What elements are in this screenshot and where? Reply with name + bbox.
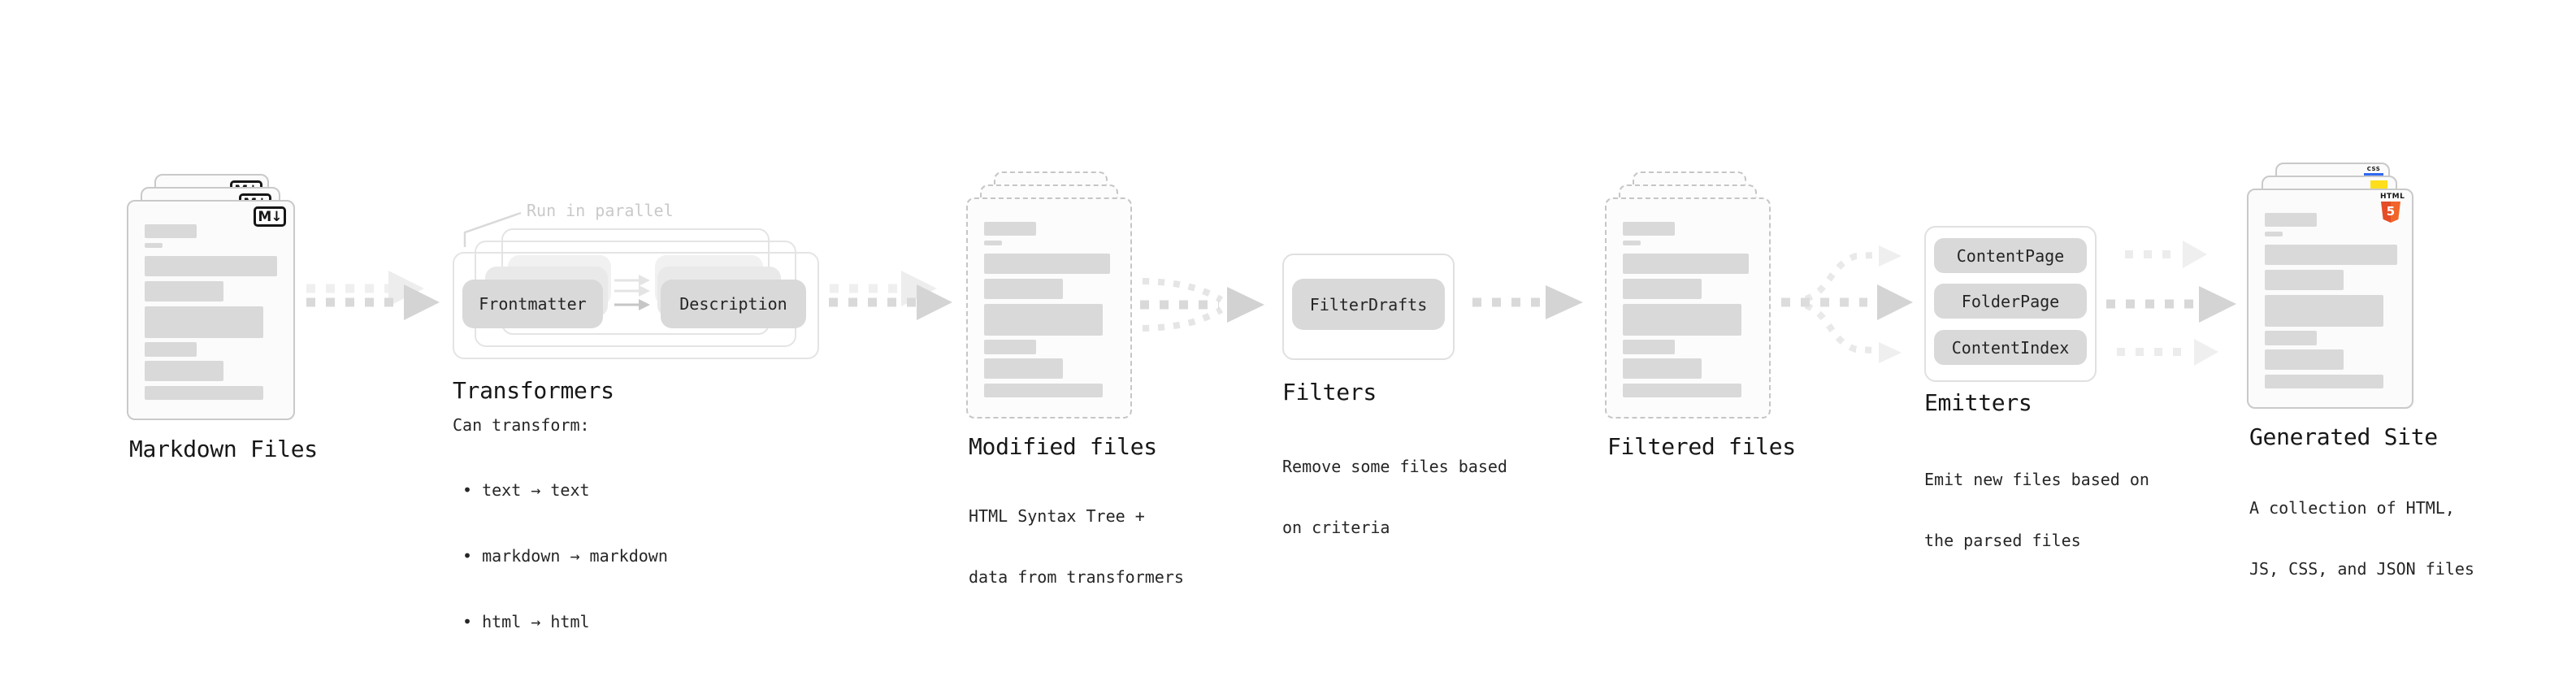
modified-files-stack xyxy=(966,171,1137,419)
desc-line: data from transformers xyxy=(969,567,1184,587)
arrow-markdown-to-transformers-ghost xyxy=(306,271,424,306)
file-content-placeholder xyxy=(1623,222,1749,397)
desc-line: Emit new files based on xyxy=(1924,470,2149,489)
transformers-label: Transformers xyxy=(453,377,614,404)
css-icon-bar xyxy=(2364,173,2383,176)
markdown-files-label: Markdown Files xyxy=(129,436,318,462)
arrow-modified-to-filters-merge xyxy=(1140,278,1264,332)
filtered-files-stack xyxy=(1605,171,1776,419)
modified-files-desc: HTML Syntax Tree + data from transformer… xyxy=(969,466,1184,628)
description-pill: Description xyxy=(661,280,806,328)
html5-icon-shield: 5 xyxy=(2381,202,2400,223)
markdown-file-card-front: M↓ xyxy=(127,200,295,420)
html5-icon: HTML 5 xyxy=(2380,193,2405,223)
folderpage-pill: FolderPage xyxy=(1934,284,2087,319)
file-content-placeholder xyxy=(2265,213,2397,388)
generated-site-stack: CSS HTML 5 xyxy=(2247,163,2418,410)
bullet-item: • html → html xyxy=(462,612,590,631)
desc-line: A collection of HTML, xyxy=(2249,498,2455,518)
markdown-icon: M↓ xyxy=(254,206,286,227)
desc-line: JS, CSS, and JSON files xyxy=(2249,559,2474,579)
arrow-markdown-to-transformers xyxy=(306,284,440,320)
transformers-desc-title: Can transform: xyxy=(453,415,590,435)
css-icon-label: CSS xyxy=(2366,166,2381,172)
html5-icon-label: HTML xyxy=(2380,193,2405,201)
bullet-item: • text → text xyxy=(462,480,590,500)
arrow-transformers-to-modified-ghost xyxy=(830,271,937,306)
generated-site-desc: A collection of HTML, JS, CSS, and JSON … xyxy=(2249,458,2474,620)
modified-file-card-front xyxy=(966,197,1132,419)
desc-line: Remove some files based xyxy=(1282,457,1507,476)
desc-line: HTML Syntax Tree + xyxy=(969,506,1145,526)
filters-desc: Remove some files based on criteria xyxy=(1282,416,1507,579)
arrow-emitters-to-generated-top xyxy=(2125,241,2207,268)
js-icon xyxy=(2370,180,2387,190)
file-content-placeholder xyxy=(984,222,1110,397)
modified-files-label: Modified files xyxy=(969,433,1157,460)
generated-file-card-html: HTML 5 xyxy=(2247,189,2413,409)
filtered-files-label: Filtered files xyxy=(1607,433,1796,460)
arrow-emitters-to-generated-bottom xyxy=(2117,339,2218,366)
css-icon: CSS xyxy=(2363,167,2384,176)
emitters-desc: Emit new files based on the parsed files xyxy=(1924,429,2149,592)
filters-label: Filters xyxy=(1282,379,1377,406)
arrow-emitters-to-generated-middle xyxy=(2106,286,2236,323)
transformer-box-front xyxy=(453,252,819,359)
contentindex-pill: ContentIndex xyxy=(1934,330,2087,365)
markdown-files-stack: M↓ M↓ M↓ xyxy=(127,174,297,422)
desc-line: the parsed files xyxy=(1924,531,2081,550)
arrow-filters-to-filtered xyxy=(1472,285,1583,319)
filterdrafts-pill: FilterDrafts xyxy=(1292,279,1445,330)
filtered-file-card-front xyxy=(1605,197,1771,419)
file-content-placeholder xyxy=(145,224,277,400)
arrow-transformers-to-modified xyxy=(829,284,952,320)
emitters-label: Emitters xyxy=(1924,389,2032,416)
generated-site-label: Generated Site xyxy=(2249,423,2438,450)
desc-line: on criteria xyxy=(1282,518,1390,537)
contentpage-pill: ContentPage xyxy=(1934,238,2087,273)
frontmatter-pill: Frontmatter xyxy=(462,280,603,328)
transformers-bullet-list: • text → text • markdown → markdown • ht… xyxy=(462,436,668,677)
run-in-parallel-annotation: Run in parallel xyxy=(527,201,674,220)
arrow-filtered-to-emitters-split xyxy=(1781,245,1913,363)
bullet-item: • markdown → markdown xyxy=(462,546,668,566)
